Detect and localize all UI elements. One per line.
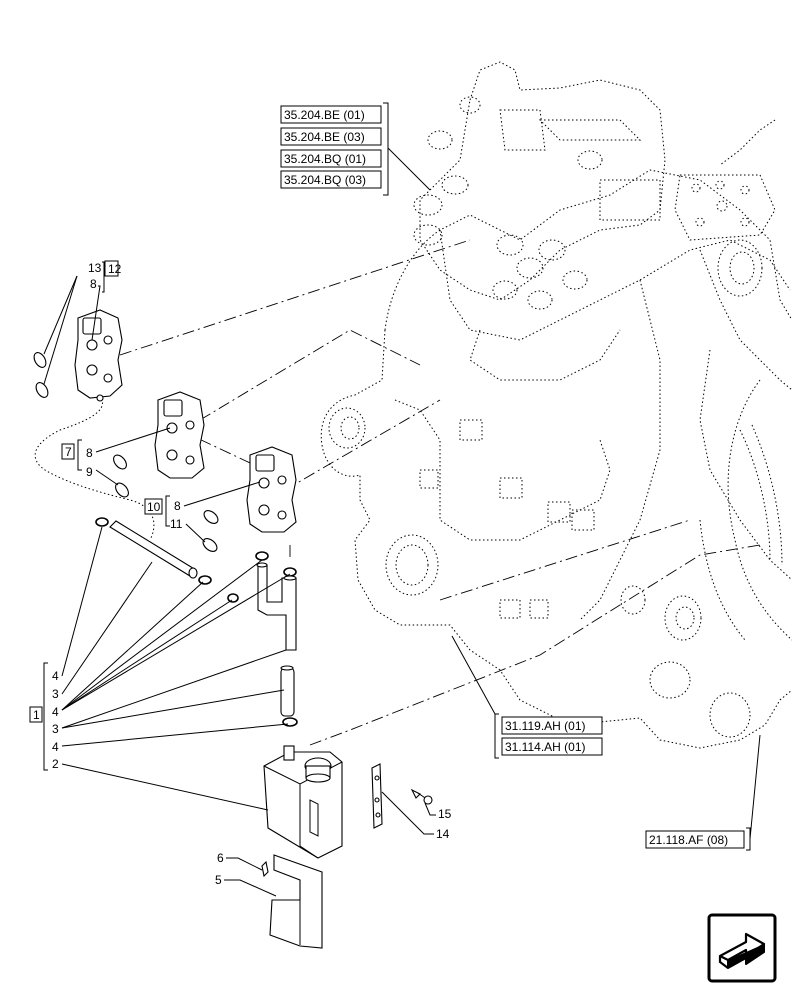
coupler-module-middle: [113, 391, 205, 498]
callout-9: 9: [86, 465, 93, 479]
housing-reference-group: 31.119.AH (01) 31.114.AH (01): [451, 635, 603, 759]
assembly-centre-lines: [119, 239, 761, 746]
callout-13: 13: [88, 261, 102, 275]
ref-housing-0[interactable]: 31.119.AH (01): [505, 719, 586, 733]
ref-valve-2[interactable]: 35.204.BQ (01): [284, 152, 366, 166]
coupler-module-top: [33, 309, 123, 402]
callout-5: 5: [215, 873, 222, 887]
kit-item-3b: 3: [52, 722, 59, 736]
callout-12: 12: [108, 262, 122, 276]
ref-valve-0[interactable]: 35.204.BE (01): [284, 108, 365, 122]
ref-housing-1[interactable]: 31.114.AH (01): [505, 740, 586, 754]
callout-group-7: 7 8 9: [61, 427, 171, 486]
hose-kit: [95, 517, 298, 727]
ref-valve-3[interactable]: 35.204.BQ (03): [284, 173, 366, 187]
kit-item-4a: 4: [52, 669, 59, 683]
callout-8a: 8: [90, 277, 97, 291]
callout-10: 10: [147, 500, 161, 514]
axle-reference-group: 21.118.AF (08): [645, 734, 761, 851]
mounting-bracket: [261, 854, 323, 949]
kit-item-2: 2: [52, 757, 59, 771]
ref-axle[interactable]: 21.118.AF (08): [649, 833, 728, 847]
reservoir-tank: [263, 745, 343, 859]
rear-axle-housing-outline: [320, 119, 792, 749]
kit-item-3a: 3: [52, 687, 59, 701]
bracket-and-bolt: [371, 763, 433, 829]
control-valve-block-outline: [413, 61, 666, 310]
callout-group-10: 10 8 11: [144, 481, 261, 543]
callout-group-5-6: 6 5: [215, 851, 277, 897]
callout-6: 6: [217, 851, 224, 865]
valve-reference-group: 35.204.BE (01) 35.204.BE (03) 35.204.BQ …: [280, 102, 431, 196]
callout-11: 11: [170, 517, 183, 531]
callout-1: 1: [33, 708, 40, 722]
ref-valve-1[interactable]: 35.204.BE (03): [284, 130, 365, 144]
next-page-arrow-graphic: [707, 913, 777, 983]
next-page-arrow-icon[interactable]: [706, 912, 778, 984]
kit-item-4b: 4: [52, 705, 59, 719]
callout-15: 15: [438, 807, 452, 821]
callout-8b: 8: [86, 446, 93, 460]
callout-group-12: 13 12 8: [43, 260, 122, 385]
kit-item-4c: 4: [52, 740, 59, 754]
callout-8c: 8: [174, 499, 181, 513]
callout-7: 7: [65, 445, 72, 459]
drain-hose-route: [34, 394, 155, 541]
callout-group-1: 1 4 3 4 3 4 2: [29, 526, 291, 811]
callout-group-14-15: 15 14: [381, 791, 452, 841]
coupler-module-bottom: [202, 446, 297, 552]
callout-14: 14: [436, 827, 450, 841]
